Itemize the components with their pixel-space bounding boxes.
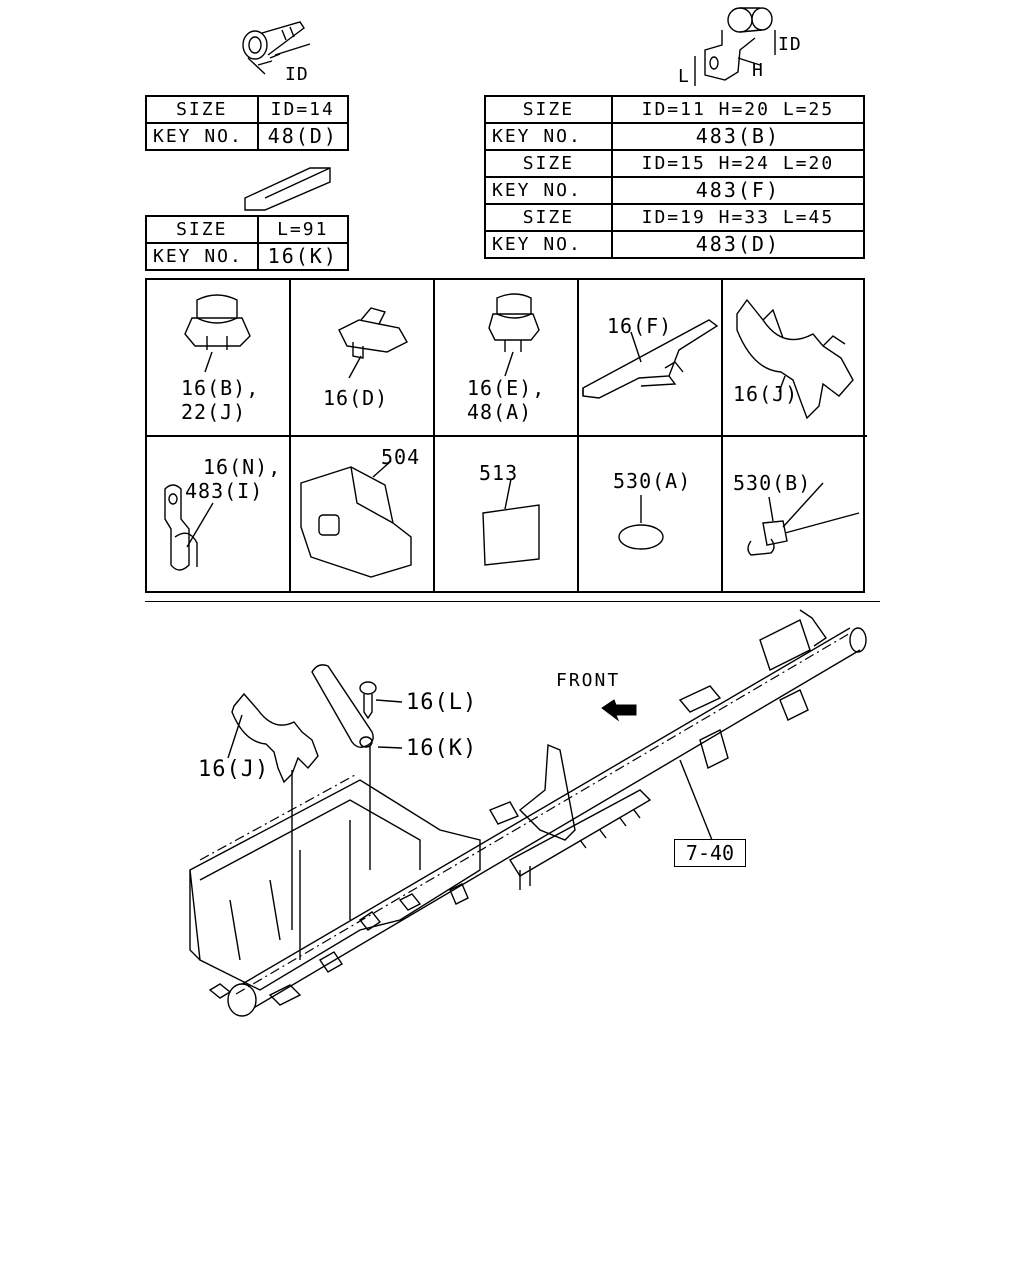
callout-16k: 16(K): [406, 736, 478, 761]
cable-tie-icon: [747, 482, 860, 556]
part-label: 16(N),: [203, 455, 282, 479]
part-cell-513: 513: [435, 437, 579, 593]
id-dimension-label: ID: [285, 64, 309, 85]
key-label-cell: KEY NO.: [484, 230, 613, 259]
foam-block-icon: [300, 460, 412, 578]
size-table-l91: SIZE L=91 KEY NO. 16(K): [145, 215, 350, 271]
size-value-cell: L=91: [256, 215, 350, 244]
size-value-cell: ID=15 H=24 L=20: [610, 149, 866, 178]
clip-size-table: SIZE ID=11 H=20 L=25 KEY NO. 483(B) SIZE…: [484, 95, 866, 259]
size-table-id14: SIZE ID=14 KEY NO. 48(D): [145, 95, 350, 151]
h-dimension-label: H: [752, 60, 764, 81]
part-label: 16(E),: [467, 376, 546, 400]
section-divider: [145, 601, 880, 602]
part-label: 504: [381, 445, 421, 469]
key-value-cell: 483(B): [610, 122, 866, 151]
part-cell-16n-483i: 16(N), 483(I): [147, 437, 291, 593]
size-value-cell: ID=19 H=33 L=45: [610, 203, 866, 232]
part-label: 530(B): [733, 471, 812, 495]
front-direction-label: FRONT: [556, 670, 621, 691]
size-label-cell: SIZE: [484, 149, 613, 178]
part-cell-530b: 530(B): [723, 437, 867, 593]
size-value-cell: ID=11 H=20 L=25: [610, 95, 866, 124]
key-value-cell: 48(D): [256, 122, 350, 151]
l-dimension-label: L: [678, 66, 690, 87]
part-label: 22(J): [181, 400, 247, 424]
connector-clip-icon: [338, 307, 408, 379]
parts-grid: 16(B), 22(J) 16(D) 16(E), 48(A) 16(F): [145, 278, 867, 593]
reference-label: 7-40: [685, 841, 735, 865]
part-label: 513: [479, 461, 519, 485]
key-value-cell: 16(K): [256, 242, 350, 271]
clip-icon: [164, 484, 214, 571]
size-label-cell: SIZE: [484, 95, 613, 124]
pad-icon: [482, 478, 540, 566]
bracket-clip-icon: [736, 298, 854, 420]
id-dimension-label: ID: [778, 34, 802, 55]
part-cell-16d: 16(D): [291, 280, 435, 437]
key-label-cell: KEY NO.: [145, 242, 259, 271]
callout-16l: 16(L): [406, 690, 478, 715]
part-label: 530(A): [613, 469, 692, 493]
key-label-cell: KEY NO.: [484, 176, 613, 205]
size-value-cell: ID=14: [256, 95, 350, 124]
size-label-cell: SIZE: [484, 203, 613, 232]
cable-tray-icon: [582, 319, 719, 399]
part-label: 16(B),: [181, 376, 260, 400]
callout-16j: 16(J): [198, 757, 270, 782]
part-cell-16f: 16(F): [579, 280, 723, 437]
size-label-cell: SIZE: [145, 215, 259, 244]
clamp-icon: [488, 293, 540, 377]
part-label: 16(D): [323, 386, 389, 410]
part-cell-16e-48a: 16(E), 48(A): [435, 280, 579, 437]
disc-icon: [618, 495, 664, 550]
reference-box-7-40: 7-40: [674, 839, 746, 867]
part-cell-16j: 16(J): [723, 280, 867, 437]
part-label: 16(F): [607, 314, 673, 338]
part-label: 16(J): [733, 382, 799, 406]
part-label: 483(I): [185, 479, 264, 503]
clamp-icon: [184, 294, 251, 373]
part-cell-530a: 530(A): [579, 437, 723, 593]
key-label-cell: KEY NO.: [145, 122, 259, 151]
key-label-cell: KEY NO.: [484, 122, 613, 151]
part-label: 48(A): [467, 400, 533, 424]
part-cell-16b-22j: 16(B), 22(J): [147, 280, 291, 437]
part-cell-504: 504: [291, 437, 435, 593]
key-value-cell: 483(D): [610, 230, 866, 259]
key-value-cell: 483(F): [610, 176, 866, 205]
clip-483-illustration: [694, 7, 776, 86]
size-label-cell: SIZE: [145, 95, 259, 124]
